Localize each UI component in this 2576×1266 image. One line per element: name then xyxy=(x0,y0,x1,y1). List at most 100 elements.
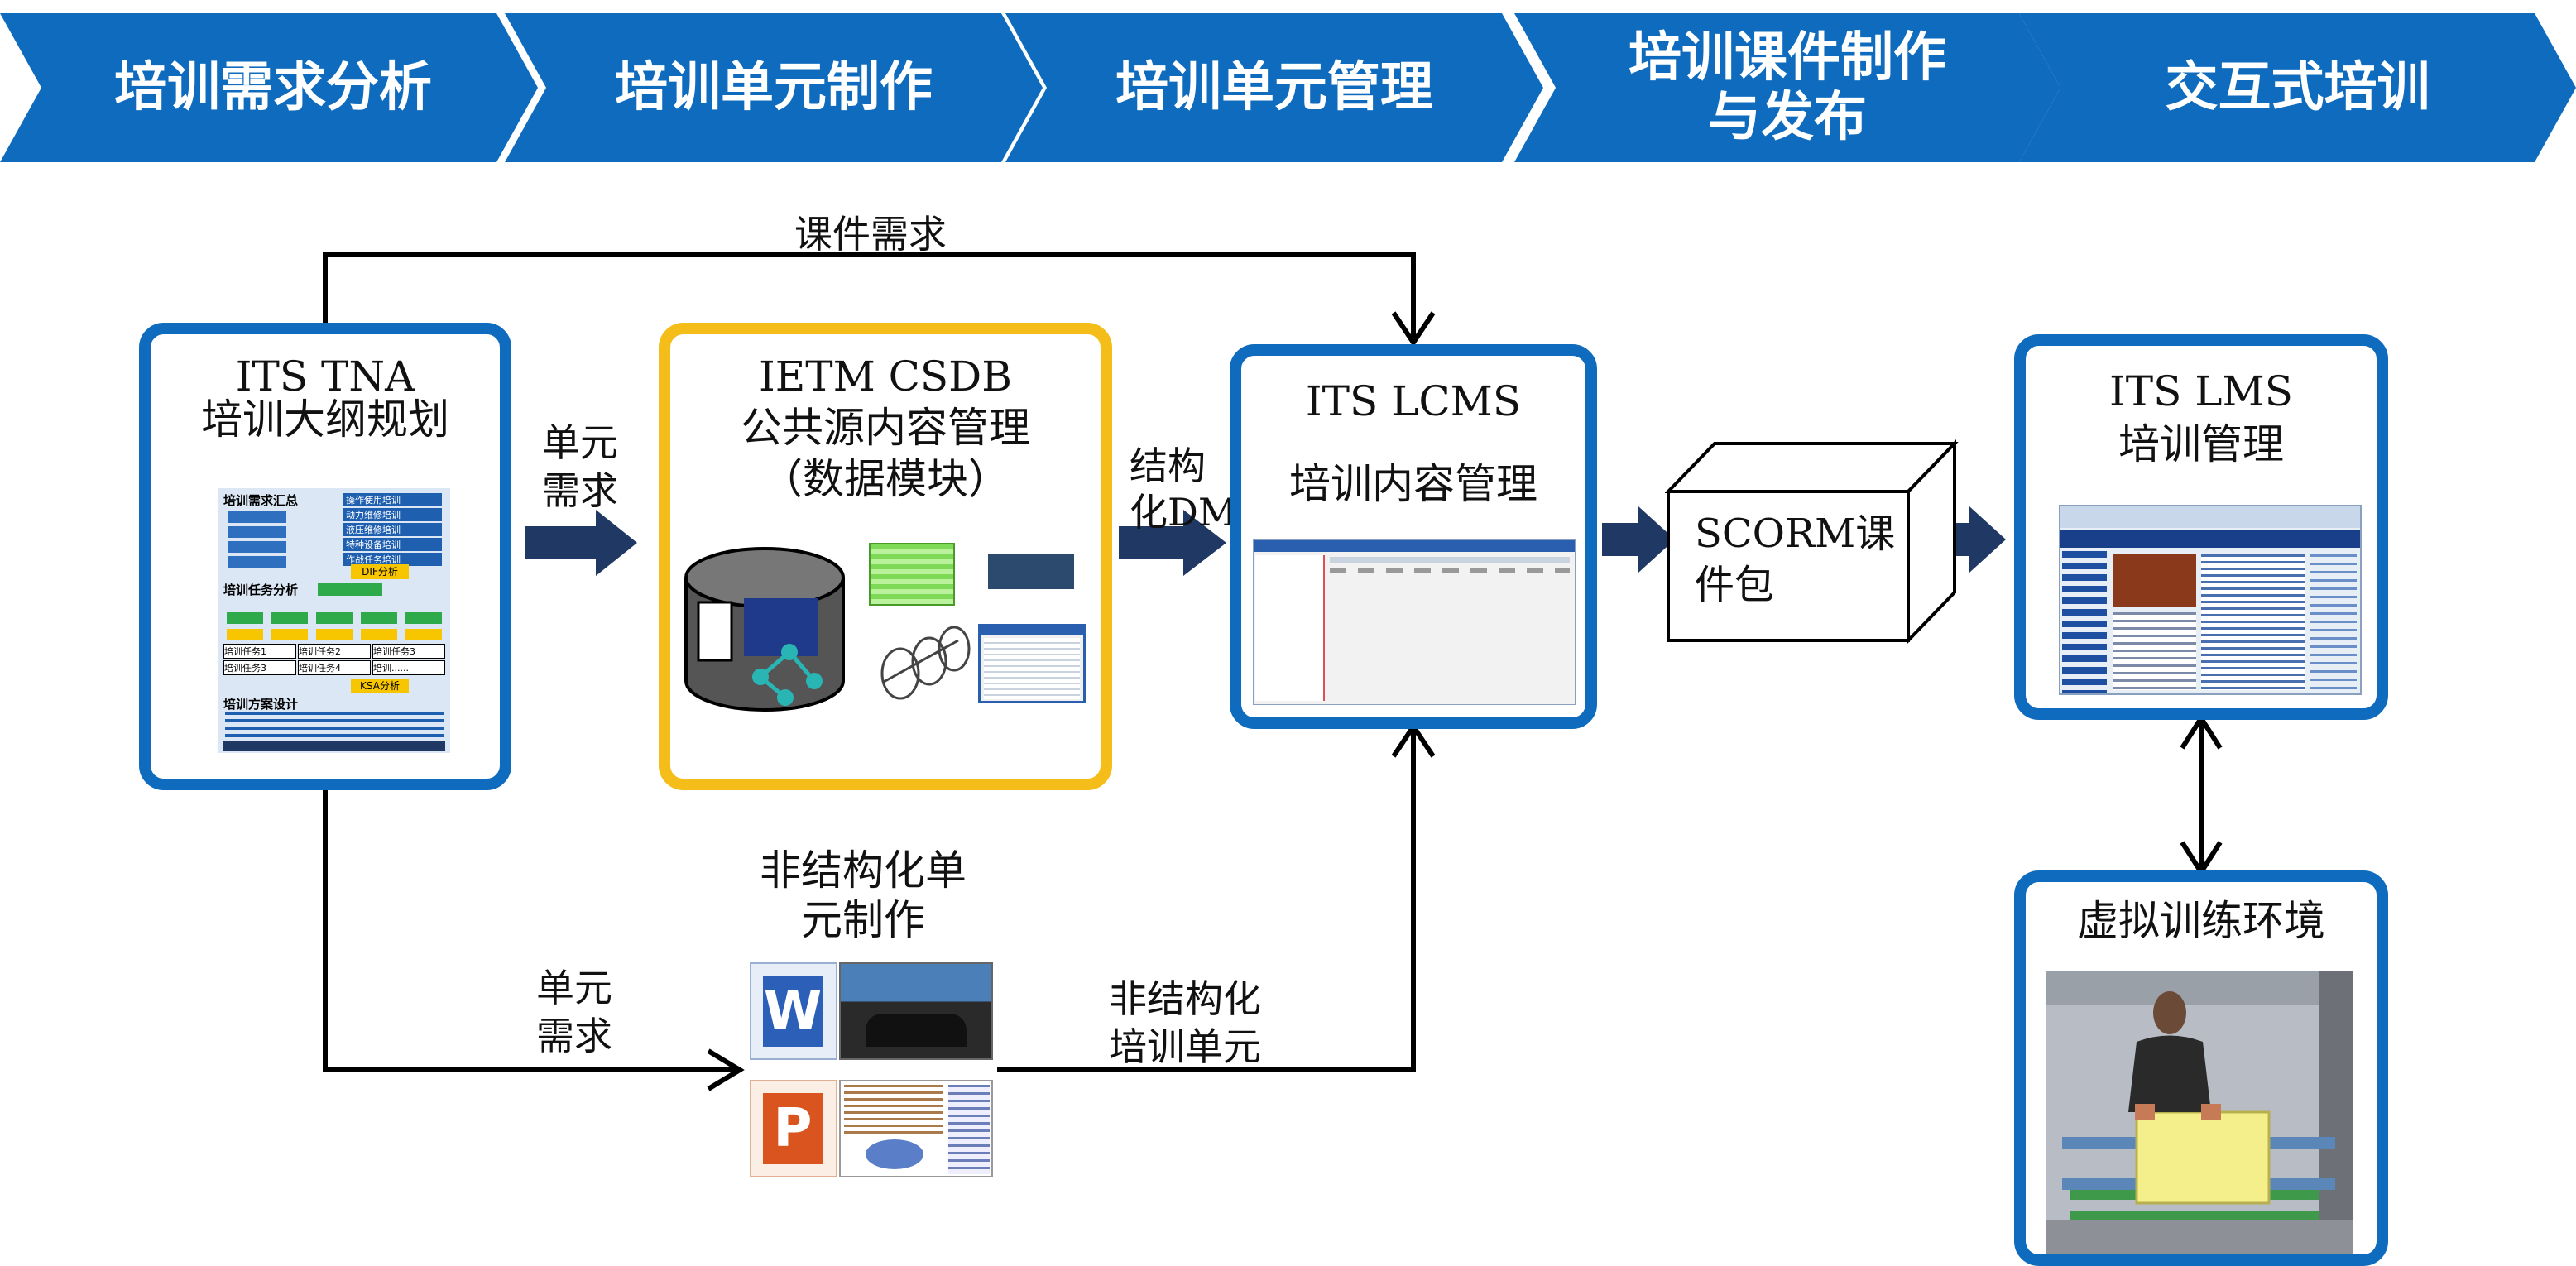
thumb-dif-badge: DIF分析 xyxy=(351,564,409,579)
thumb-left-blocks xyxy=(228,511,286,568)
thumb-item: 特种设备培训 xyxy=(343,538,442,551)
word-icon-glyph: W xyxy=(763,976,823,1047)
scorm-package-cube xyxy=(1665,439,1959,645)
stage-label: 培训课件制作 与发布 xyxy=(1629,27,1946,148)
thumb-section-title: 培训任务分析 xyxy=(223,583,299,597)
thumb-section-title: 培训方案设计 xyxy=(223,697,299,712)
node-title: 虚拟训练环境 xyxy=(2077,897,2325,945)
thumb-node-row xyxy=(227,629,442,640)
node-subtitle: 培训管理 xyxy=(2118,420,2284,468)
node-its-lms: ITS LMS 培训管理 xyxy=(2014,334,2388,720)
stage-label: 交互式培训 xyxy=(2165,57,2430,118)
node-subtitle: 培训大纲规划 xyxy=(201,396,449,444)
thumb-task: 培训...... xyxy=(372,660,445,675)
edge-label-unit-req-bottom: 单元 需求 xyxy=(536,964,612,1060)
database-icon xyxy=(684,547,845,712)
screenshot-article-lines xyxy=(2201,554,2305,690)
lms-web-screenshot xyxy=(2059,505,2362,695)
stage-chevron-2: 培训单元制作 xyxy=(505,13,1043,162)
screenshot-left-nav xyxy=(2062,551,2107,693)
node-title-line: 元制作 xyxy=(801,896,925,944)
node-virtual-training: 虚拟训练环境 xyxy=(2014,870,2388,1266)
thumb-task-grid: 培训任务1 培训任务2 培训任务3 培训任务3 培训任务4 培训...... xyxy=(223,644,445,675)
thumb-footer-bar xyxy=(223,741,445,751)
edge-label-courseware-req: 课件需求 xyxy=(794,212,947,257)
node-title-line: 非结构化单 xyxy=(760,846,967,894)
scorm-label-line: SCORM课 xyxy=(1695,511,1896,557)
edge-label-unstructured-unit: 非结构化 培训单元 xyxy=(1109,975,1261,1071)
node-its-tna: ITS TNA 培训大纲规划 培训需求汇总 操作使用培训 动力维修培训 液压维修… xyxy=(139,323,511,790)
edge-label-line: 非结构化 xyxy=(1109,976,1261,1021)
screenshot-row xyxy=(1330,568,1570,573)
stage-chevron-3: 培训单元管理 xyxy=(1005,13,1543,162)
edge-label-unit-req-top: 单元 需求 xyxy=(542,419,618,515)
edge-label-line: 结构 xyxy=(1130,444,1206,488)
thumb-task: 培训任务3 xyxy=(223,660,296,675)
node-unstructured-title: 非结构化单 元制作 xyxy=(760,846,967,945)
thumb-item: 操作使用培训 xyxy=(343,493,442,506)
thumb-section-title: 培训需求汇总 xyxy=(223,493,299,508)
web-page-thumbnail xyxy=(839,1080,993,1177)
screenshot-news-lines xyxy=(2113,612,2196,690)
cockpit-simulator-image xyxy=(839,962,993,1060)
edge-label-line: 单元 xyxy=(536,966,612,1010)
thumb-item: 动力维修培训 xyxy=(343,508,442,521)
node-title: ITS LMS xyxy=(2109,367,2293,415)
thumb-item: 液压维修培训 xyxy=(343,523,442,536)
thumb-task: 培训任务2 xyxy=(298,644,371,659)
thumbnail-diagram xyxy=(866,1139,923,1169)
window-titlebar xyxy=(981,626,1083,635)
text-document-icon xyxy=(869,543,955,606)
tna-outline-thumbnail: 培训需求汇总 操作使用培训 动力维修培训 液压维修培训 特种设备培训 作战任务培… xyxy=(218,488,450,753)
node-title: IETM CSDB xyxy=(758,352,1013,400)
edge-label-line: 需求 xyxy=(536,1014,612,1058)
edge-label-structured-dm: 结构 化DM xyxy=(1130,443,1237,535)
thumb-design-panel xyxy=(225,712,444,740)
node-ietm-csdb: IETM CSDB 公共源内容管理 （数据模块） xyxy=(659,323,1112,790)
powerpoint-icon-glyph: P xyxy=(763,1093,823,1164)
edge-label-line: 培训单元 xyxy=(1109,1024,1261,1069)
screenshot-banner xyxy=(2060,530,2360,548)
edge-label-line: 需求 xyxy=(542,468,618,513)
stage-label: 培训需求分析 xyxy=(114,57,432,118)
screenshot-toolbar xyxy=(1330,557,1570,563)
edge-label-line: 单元 xyxy=(542,420,618,465)
stage-chevron-1: 培训需求分析 xyxy=(0,13,538,162)
scorm-label-line: 件包 xyxy=(1695,562,1775,608)
thumb-task: 培训任务1 xyxy=(223,644,296,659)
thumb-item-list: 操作使用培训 动力维修培训 液压维修培训 特种设备培训 作战任务培训 xyxy=(343,493,442,566)
stage-label: 培训单元管理 xyxy=(1115,57,1433,118)
mechanical-part-icon xyxy=(880,626,971,700)
scorm-label: SCORM课 件包 xyxy=(1695,508,1895,611)
thumbnail-lines xyxy=(844,1085,943,1134)
window-content xyxy=(984,638,1080,699)
node-subtitle: 公共源内容管理 xyxy=(741,404,1030,452)
screenshot-titlebar xyxy=(1254,540,1575,552)
word-document-icon: W xyxy=(750,962,837,1060)
stage-chevron-4: 培训课件制作 与发布 xyxy=(1514,13,2060,162)
node-subtitle: （数据模块） xyxy=(761,455,1010,503)
virtual-scene-image xyxy=(2046,971,2353,1254)
edge-label-line: 化DM xyxy=(1130,490,1237,535)
stage-label: 培训单元制作 xyxy=(615,57,933,118)
powerpoint-document-icon: P xyxy=(750,1080,837,1177)
thumbnail-sidebar xyxy=(948,1085,990,1174)
node-subtitle: 培训内容管理 xyxy=(1289,460,1537,508)
data-module-icon xyxy=(988,554,1074,589)
stage-chevron-5: 交互式培训 xyxy=(2019,13,2576,162)
cockpit-panel xyxy=(866,1014,967,1047)
screenshot-sidebar xyxy=(1255,555,1325,701)
thumb-task: 培训任务4 xyxy=(298,660,371,675)
screenshot-browserbar xyxy=(2060,506,2360,528)
screenshot-right-column xyxy=(2310,554,2357,690)
thumb-item: 作战任务培训 xyxy=(343,553,442,566)
lcms-screenshot xyxy=(1253,539,1576,705)
thumb-ksa-badge: KSA分析 xyxy=(351,679,409,693)
node-title: ITS TNA xyxy=(235,352,415,400)
thumb-green-node xyxy=(318,583,382,596)
software-window-icon xyxy=(978,624,1086,703)
thumb-node-row xyxy=(227,612,442,624)
node-title: ITS LCMS xyxy=(1305,377,1522,425)
thumb-task: 培训任务3 xyxy=(372,644,445,659)
screenshot-hero-image xyxy=(2113,554,2196,607)
